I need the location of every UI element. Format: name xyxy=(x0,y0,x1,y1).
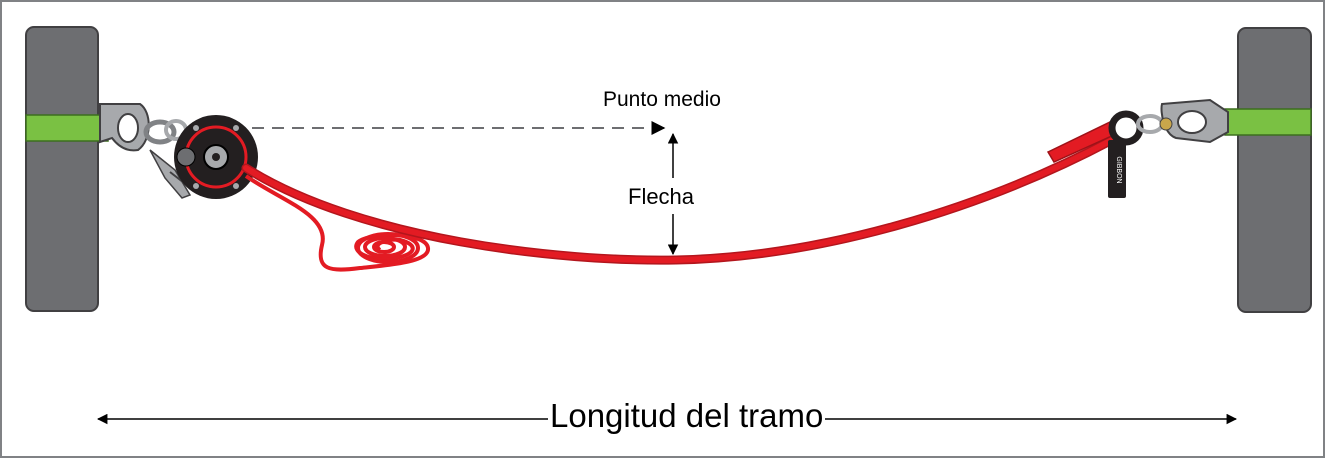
rope-tail xyxy=(244,174,430,272)
shackle-left xyxy=(99,103,192,199)
rope-coil xyxy=(356,232,420,264)
anchor-left xyxy=(25,26,99,312)
slackline-highlight xyxy=(243,137,1115,264)
pulley xyxy=(174,115,258,199)
shackle-right xyxy=(1108,98,1229,146)
tag-text: GIBBON xyxy=(1115,156,1122,183)
sling-right xyxy=(1224,108,1312,136)
sag-label: Flecha xyxy=(628,184,695,209)
tag: GIBBON xyxy=(1108,140,1126,198)
span-length-label: Longitud del tramo xyxy=(548,396,826,436)
anchor-right xyxy=(1237,27,1312,313)
sling-left xyxy=(25,114,109,142)
midpoint-label: Punto medio xyxy=(603,88,721,111)
